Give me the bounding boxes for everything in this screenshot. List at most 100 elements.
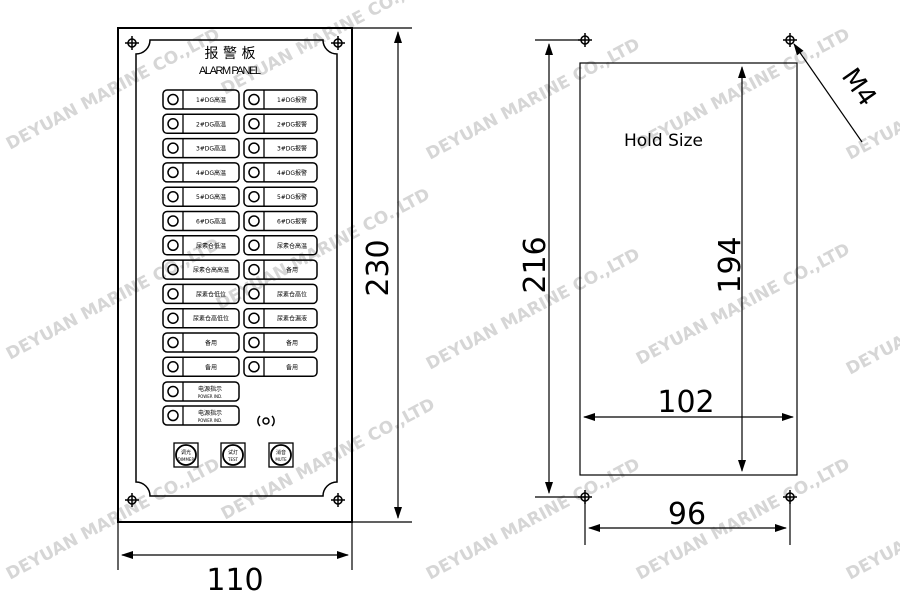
indicator-label: 4#DG高温 (196, 169, 226, 177)
alarm-indicator: 备用 (243, 259, 318, 280)
watermark-text: DEYUAN MARINE CO.,LTD (3, 455, 223, 585)
watermark-text: DEYUAN MARINE CO.,LTD (218, 395, 438, 525)
hold-size-label: Hold Size (624, 131, 703, 151)
alarm-indicator: 备用 (162, 356, 240, 378)
indicator-lamp-icon (167, 239, 179, 252)
indicator-label: 2#DG报警 (277, 120, 307, 128)
indicator-lamp-icon (167, 93, 179, 106)
indicator-lamp-icon (248, 288, 260, 300)
indicator-lamp-icon (167, 336, 179, 349)
indicator-lamp-icon (248, 93, 260, 106)
panel-dimension-lines (117, 27, 412, 570)
indicator-lamp-icon (248, 215, 260, 227)
indicator-label: 电源指示 (198, 409, 222, 417)
alarm-indicator: 4#DG高温 (162, 162, 240, 183)
indicator-lamp-icon (248, 166, 260, 179)
watermark-text: DEYUAN MARINE CO.,LTD (213, 185, 433, 315)
indicator-lamp-icon (167, 142, 179, 154)
buzzer-icon (257, 415, 275, 427)
alarm-indicators: 1#DG高温 1#DG报警 2#DG高温 2#DG报警 3#DG高温 3#DG报警 4#DG… (162, 89, 318, 426)
indicator-label: 尿素仓高高温 (193, 266, 229, 274)
indicator-label: 尿素仓低温 (196, 242, 226, 250)
alarm-indicator: 尿素仓高温 (243, 235, 318, 256)
indicator-lamp-icon (167, 215, 179, 227)
alarm-indicator: 尿素仓高高温 (162, 259, 240, 280)
indicator-label: 6#DG高温 (196, 218, 226, 226)
button-label: 调光 (181, 449, 191, 456)
indicator-label: 6#DG报警 (277, 218, 307, 226)
indicator-label: 备用 (286, 363, 298, 371)
indicator-label: 尿素仓高温 (277, 242, 307, 250)
alarm-indicator: 备用 (162, 332, 240, 353)
indicator-label: 尿素仓高位 (277, 290, 307, 298)
indicator-label: 尿素仓漏液 (277, 315, 307, 323)
alarm-indicator: 3#DG报警 (243, 137, 318, 159)
alarm-indicator: 尿素仓高位 (243, 283, 318, 305)
indicator-lamp-icon (167, 409, 179, 422)
alarm-indicator: 尿素仓漏液 (243, 307, 318, 329)
mounting-holes (125, 36, 345, 507)
screw-hole-icon (783, 33, 797, 47)
screw-hole-icon (125, 493, 139, 507)
button-label: 试灯 (228, 449, 238, 456)
indicator-lamp-icon (248, 239, 260, 252)
indicator-label: 备用 (205, 339, 217, 347)
indicator-label: 电源指示 (198, 385, 222, 393)
indicator-label: 3#DG报警 (277, 145, 307, 153)
indicator-label: 备用 (286, 339, 298, 347)
alarm-indicator: 1#DG报警 (243, 89, 318, 110)
indicator-label: 备用 (205, 363, 217, 371)
indicator-lamp-icon (167, 118, 179, 130)
indicator-label-en: POWER IND. (198, 394, 223, 399)
panel-width-dim: 110 (206, 563, 263, 598)
screw-hole-icon (331, 36, 345, 50)
alarm-indicator: 2#DG高温 (162, 113, 240, 135)
alarm-indicator: 尿素仓低温 (162, 235, 240, 256)
indicator-lamp-icon (167, 166, 179, 179)
indicator-lamp-icon (167, 263, 179, 276)
alarm-indicator: 尿素仓低位 (162, 283, 240, 305)
panel-title-cn: 报 警 板 (205, 46, 256, 62)
hole-width-dim: 96 (668, 497, 706, 532)
indicator-label: 5#DG高温 (196, 193, 226, 201)
button-label-en: TEST (227, 457, 239, 462)
alarm-indicator: 备用 (243, 356, 318, 378)
indicator-lamp-icon (167, 288, 179, 300)
cutout-dimension-lines (535, 39, 863, 545)
screw-size-label: M4 (835, 63, 882, 112)
alarm-indicator: 6#DG高温 (162, 210, 240, 232)
watermark-text: DEYUAN MARINE CO.,LTD (843, 250, 900, 380)
indicator-label-en: POWER IND. (198, 418, 223, 423)
indicator-lamp-icon (248, 312, 260, 324)
indicator-lamp-icon (248, 118, 260, 130)
indicator-label: 1#DG高温 (196, 96, 226, 104)
indicator-label: 5#DG报警 (277, 193, 307, 201)
cutout-height-dim: 194 (713, 236, 748, 293)
indicator-lamp-icon (248, 336, 260, 349)
button-label-en: MUTE (275, 457, 287, 462)
alarm-indicator: 1#DG高温 (162, 89, 240, 110)
indicator-lamp-icon (167, 190, 179, 203)
button-label-en: DIMMER (178, 457, 195, 462)
button-label: 消音 (276, 449, 286, 456)
indicator-label: 3#DG高温 (196, 145, 226, 153)
alarm-indicator: 2#DG报警 (243, 113, 318, 135)
alarm-indicator: 3#DG高温 (162, 137, 240, 159)
indicator-lamp-icon (248, 361, 260, 373)
alarm-indicator: 4#DG报警 (243, 162, 318, 183)
alarm-panel (117, 27, 353, 523)
indicator-label: 1#DG报警 (277, 96, 307, 104)
indicator-lamp-icon (167, 312, 179, 324)
alarm-indicator: 6#DG报警 (243, 210, 318, 232)
hole-height-dim: 216 (518, 236, 553, 293)
alarm-indicator: 备用 (243, 332, 318, 353)
watermark-text: DEYUAN MARINE CO.,LTD (3, 235, 223, 365)
